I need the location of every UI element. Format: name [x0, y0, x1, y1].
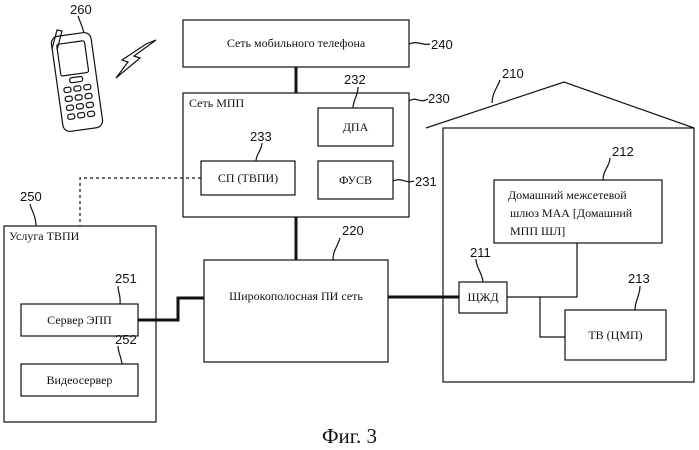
gateway-label-line3: МПП ШЛ]	[510, 224, 565, 239]
ref-213: 213	[628, 272, 650, 286]
epp-server-label: Сервер ЭПП	[21, 313, 138, 328]
leader-230	[409, 99, 428, 101]
tv-link	[540, 297, 565, 337]
ref-231: 231	[415, 175, 437, 189]
ref-210: 210	[502, 67, 524, 81]
ref-251: 251	[115, 272, 137, 286]
mobile-phone-icon	[51, 30, 104, 132]
ref-240: 240	[431, 38, 453, 52]
ref-233: 233	[250, 130, 272, 144]
ref-260: 260	[70, 3, 92, 17]
ref-212: 212	[612, 145, 634, 159]
leader-231	[393, 180, 414, 182]
gateway-link	[507, 243, 577, 297]
leader-260	[78, 16, 84, 33]
gateway-label-line1: Домашний межсетевой	[508, 188, 627, 203]
home-roof	[426, 82, 694, 128]
fusv-label: ФУСВ	[318, 173, 393, 188]
ref-250: 250	[20, 190, 42, 204]
leader-211	[476, 259, 483, 282]
leader-220	[333, 238, 340, 260]
mpp-network-box	[183, 93, 409, 217]
ref-232: 232	[344, 73, 366, 87]
tv-label: ТВ (ЦМП)	[565, 328, 666, 343]
figure-caption: Фиг. 3	[0, 424, 699, 449]
mobile-network-label: Сеть мобильного телефона	[183, 36, 409, 51]
broadband-box	[204, 260, 388, 362]
gateway-label-line2: шлюз МАА [Домашний	[510, 206, 632, 221]
ref-220: 220	[342, 224, 364, 238]
leader-213	[635, 286, 640, 310]
link-epp-broadband	[138, 298, 204, 320]
service-label: Услуга ТВПИ	[9, 229, 79, 244]
lightning-icon	[116, 40, 156, 78]
ref-252: 252	[115, 333, 137, 347]
video-server-label: Видеосервер	[21, 373, 138, 388]
mpp-network-label: Сеть МПП	[189, 96, 244, 111]
leader-233	[256, 143, 262, 161]
shzhd-label: ЩЖД	[459, 290, 507, 305]
leader-250	[30, 204, 36, 226]
broadband-label: Широкополосная ПИ сеть	[204, 289, 388, 304]
ref-211: 211	[470, 246, 491, 260]
leader-240	[409, 43, 430, 45]
leader-251	[118, 286, 120, 304]
leader-252	[118, 346, 122, 364]
leader-210	[492, 80, 500, 103]
sp-label: СП (ТВПИ)	[201, 171, 295, 186]
leader-232	[353, 87, 358, 108]
ref-230: 230	[428, 92, 450, 106]
leader-212	[603, 158, 610, 180]
dpa-label: ДПА	[318, 120, 393, 135]
